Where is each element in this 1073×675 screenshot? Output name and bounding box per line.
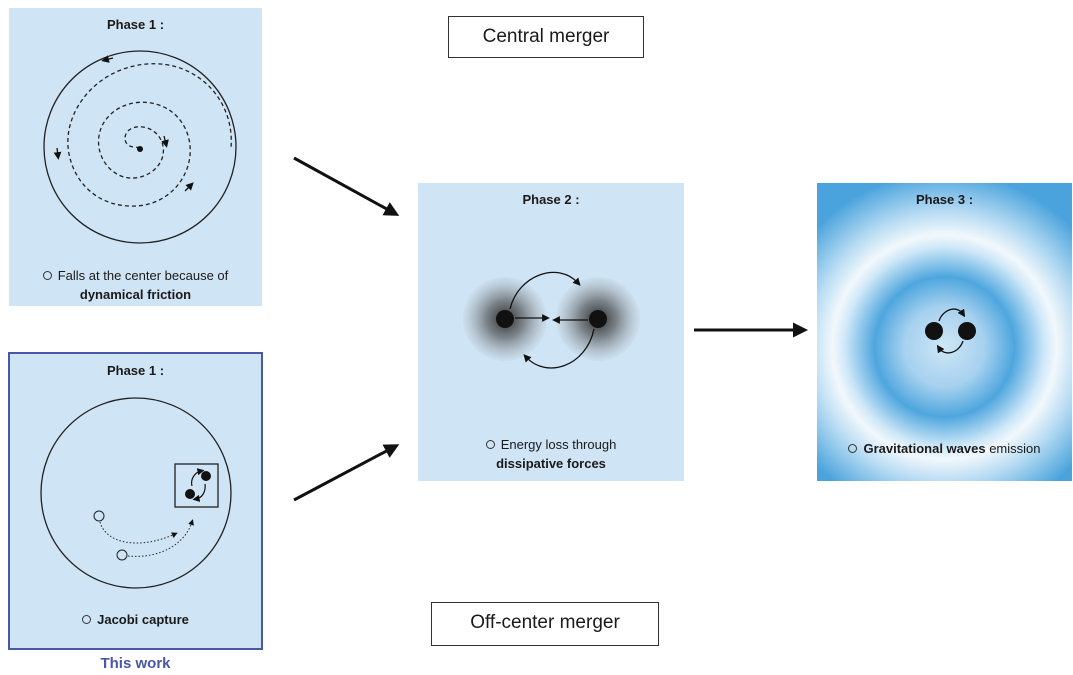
bullet-icon xyxy=(848,444,858,454)
caption-bold-text: Gravitational waves xyxy=(863,441,986,456)
arrow-right-icon xyxy=(293,156,400,216)
phase3-caption: Gravitational waves emission xyxy=(817,439,1072,458)
caption-bold-text: Jacobi capture xyxy=(97,612,189,627)
panel-title: Phase 2 : xyxy=(522,192,580,207)
phase2-panel: Phase 2 : Energy loss through dissipativ… xyxy=(418,183,684,481)
caption-bold-text: dissipative forces xyxy=(496,456,606,471)
off-center-merger-label: Off-center merger xyxy=(431,602,659,646)
phase1-central-caption: Falls at the center because of dynamical… xyxy=(9,266,262,304)
phase1-offcenter-panel: Phase 1 : Jacobi capture xyxy=(8,352,263,650)
caption-text: emission xyxy=(985,441,1041,456)
panel-title: Phase 1 : xyxy=(106,17,165,32)
black-hole-icon xyxy=(958,322,976,340)
bullet-icon xyxy=(485,440,495,450)
caption-text: Energy loss through xyxy=(500,437,617,452)
this-work-label: This work xyxy=(100,655,171,672)
black-hole-pair-diagram xyxy=(463,271,640,369)
central-merger-label: Central merger xyxy=(448,16,644,58)
phase2-caption: Energy loss through dissipative forces xyxy=(418,435,684,473)
black-hole-icon xyxy=(925,322,943,340)
binary-merger-diagram xyxy=(925,308,976,354)
phase1-offcenter-caption: Jacobi capture xyxy=(10,610,261,629)
arrow-right-icon xyxy=(293,444,400,502)
bullet-icon xyxy=(42,271,52,281)
panel-title: Phase 1 : xyxy=(106,363,165,378)
bullet-icon xyxy=(82,615,92,625)
black-hole-icon xyxy=(496,310,514,328)
jacobi-capture-diagram xyxy=(40,397,232,589)
caption-bold-text: dynamical friction xyxy=(79,287,192,302)
phase3-panel: Phase 3 : Gravitational waves emission xyxy=(817,183,1072,481)
caption-text: Falls at the center because of xyxy=(57,268,229,283)
panel-title: Phase 3 : xyxy=(915,192,974,207)
spiral-orbit-diagram xyxy=(43,50,237,244)
phase1-central-panel: Phase 1 : Falls at the center because of… xyxy=(9,8,262,306)
black-hole-icon xyxy=(589,310,607,328)
